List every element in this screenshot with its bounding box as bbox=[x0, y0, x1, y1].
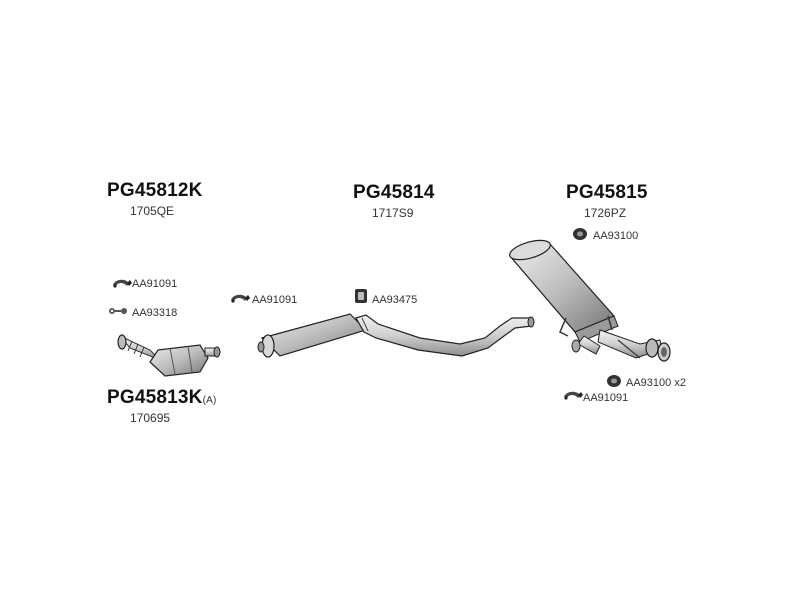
rear-clamp-label: AA91091 bbox=[583, 392, 629, 404]
middle-silencer-sub-code: 1717S9 bbox=[372, 206, 414, 220]
clamp-icon bbox=[231, 294, 250, 303]
rear-silencer-code: PG45815 bbox=[566, 182, 648, 203]
clamp-icon bbox=[113, 279, 132, 288]
seal-ring-icon bbox=[109, 308, 127, 314]
rear-silencer bbox=[508, 239, 671, 362]
front-seal-label: AA93318 bbox=[132, 307, 178, 319]
middle-clamp-label: AA91091 bbox=[252, 294, 298, 306]
middle-mount-label: AA93475 bbox=[372, 294, 418, 306]
rubber-mount-icon bbox=[355, 289, 367, 303]
catalyst-converter bbox=[117, 334, 221, 377]
front-pipe-code: PG45812K bbox=[107, 180, 203, 201]
rear-rubber-top-label: AA93100 bbox=[593, 230, 639, 242]
rear-rubber-bottom-label: AA93100 x2 bbox=[626, 377, 686, 389]
clamp-icon bbox=[564, 391, 583, 400]
rear-silencer-sub-code: 1726PZ bbox=[584, 206, 627, 220]
front-clamp-label: AA91091 bbox=[132, 278, 178, 290]
catalyst-suffix: (A) bbox=[202, 395, 217, 406]
rubber-ring-icon bbox=[573, 228, 587, 240]
middle-silencer bbox=[257, 313, 535, 358]
front-pipe-sub-code: 1705QE bbox=[130, 204, 175, 218]
rubber-ring-icon bbox=[607, 375, 621, 387]
catalyst-code: PG45813K bbox=[107, 387, 203, 408]
middle-silencer-code: PG45814 bbox=[353, 182, 435, 203]
catalyst-code-block: PG45813K(A) bbox=[107, 387, 217, 409]
catalyst-sub-code: 170695 bbox=[130, 411, 171, 425]
